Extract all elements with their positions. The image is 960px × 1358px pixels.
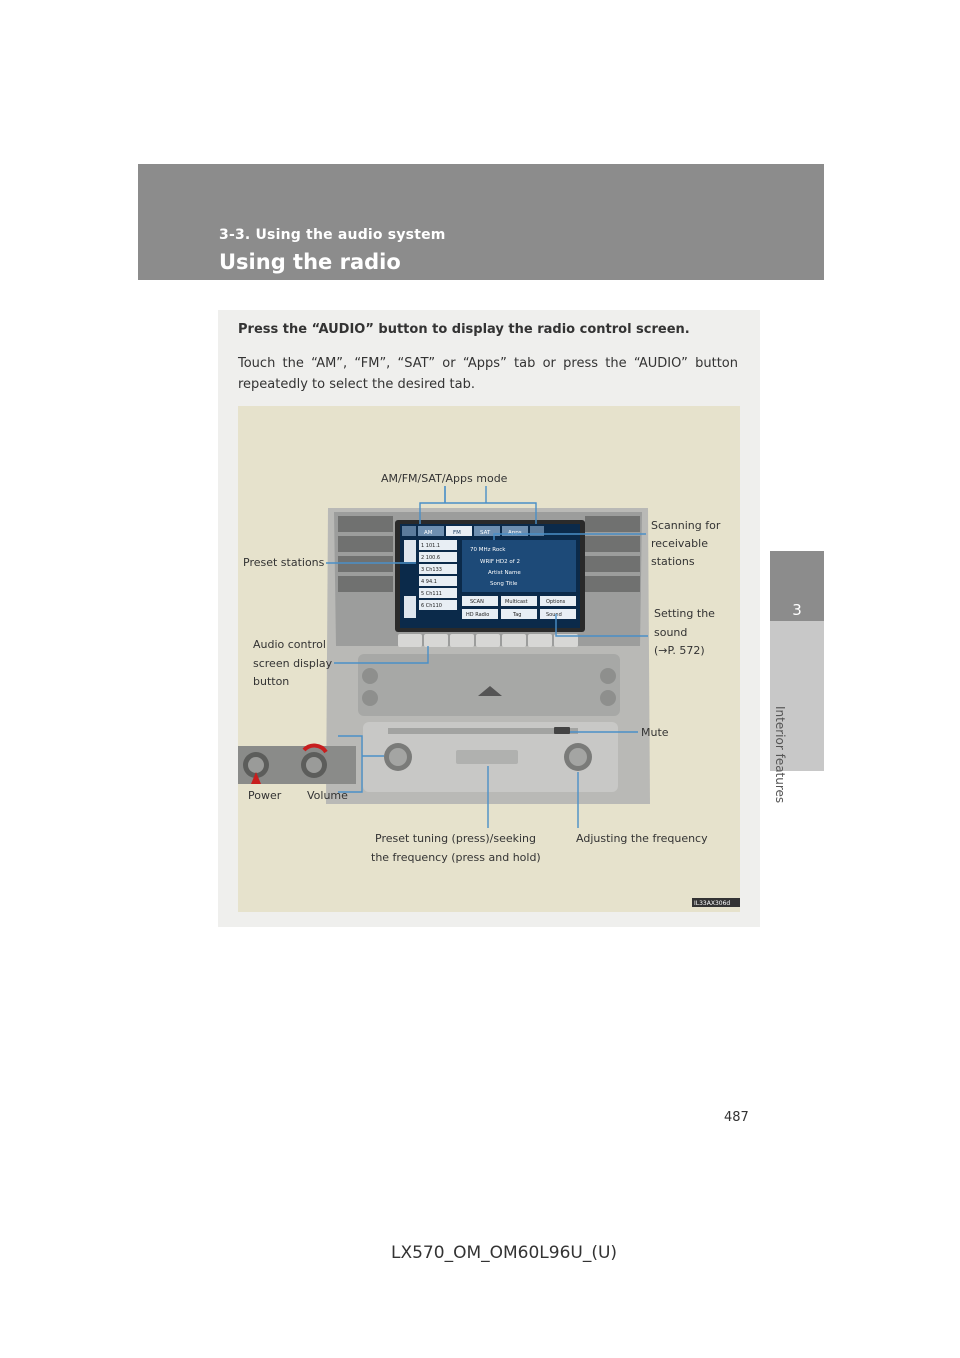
- power-callout: Power: [248, 789, 282, 802]
- svg-text:Tag: Tag: [512, 612, 521, 618]
- image-code: IL33AX306d: [694, 900, 730, 907]
- preset-list: 1 101.1 2 100.6 3 Ch133 4 94.1 5 Ch111 6…: [419, 540, 457, 610]
- svg-text:2 100.6: 2 100.6: [421, 555, 440, 561]
- sat-tab-label: SAT: [480, 530, 491, 536]
- svg-text:SCAN: SCAN: [470, 599, 484, 605]
- svg-text:5 Ch111: 5 Ch111: [421, 591, 442, 597]
- options-button: [540, 596, 576, 606]
- header-bar: [138, 164, 824, 280]
- chapter-tab: 3: [770, 551, 824, 621]
- sound-callout-2: sound: [654, 626, 688, 639]
- image-code-box: [692, 898, 740, 907]
- fm-tab-label: FM: [453, 530, 461, 536]
- page-title: Using the radio: [219, 250, 401, 274]
- tag-button: [501, 609, 537, 619]
- multicast-button: [501, 596, 537, 606]
- seek-track-button: [456, 750, 518, 764]
- audio-callout-2: screen display: [253, 657, 333, 670]
- svg-text:WRIF HD2 of 2: WRIF HD2 of 2: [480, 559, 520, 565]
- mute-button: [554, 727, 570, 734]
- apps-tab: [502, 526, 528, 536]
- svg-text:Options: Options: [546, 599, 566, 605]
- chapter-number: 3: [792, 601, 802, 619]
- svg-text:4 94.1: 4 94.1: [421, 579, 437, 585]
- apps-tab-label: Apps: [508, 530, 522, 536]
- section-label: 3-3. Using the audio system: [219, 227, 446, 243]
- scan-callout-3: stations: [651, 555, 695, 568]
- sound-callout-3: (→P. 572): [654, 644, 705, 657]
- svg-text:1 101.1: 1 101.1: [421, 543, 440, 549]
- document-code: LX570_OM_OM60L96U_(U): [391, 1243, 618, 1263]
- audio-callout-1: Audio control: [253, 638, 326, 651]
- svg-text:Artist Name: Artist Name: [488, 570, 521, 576]
- preset-stations-callout: Preset stations: [243, 556, 325, 569]
- eject-icon: [478, 686, 502, 696]
- radio-figure: AM FM SAT Apps 1 101.1 2 100.6 3 Ch133 4…: [238, 406, 740, 912]
- volume-turn-arrow: [302, 743, 328, 754]
- mute-callout: Mute: [641, 726, 669, 739]
- right-vent: [585, 516, 640, 592]
- tune-callout-2: the frequency (press and hold): [371, 851, 541, 864]
- svg-text:Sound: Sound: [546, 612, 562, 618]
- svg-text:HD Radio: HD Radio: [466, 612, 489, 618]
- svg-text:3 Ch133: 3 Ch133: [421, 567, 442, 573]
- intro-instruction: Press the “AUDIO” button to display the …: [238, 322, 690, 337]
- chapter-label: Interior features: [773, 706, 787, 804]
- chapter-tab-strip: [770, 621, 824, 771]
- station-info: [462, 540, 576, 592]
- volume-callout: Volume: [307, 789, 348, 802]
- svg-text:Multicast: Multicast: [505, 599, 528, 605]
- svg-text:6 Ch110: 6 Ch110: [421, 603, 442, 609]
- sat-tab: [474, 526, 500, 536]
- page-number: 487: [724, 1110, 749, 1125]
- mode-callout: AM/FM/SAT/Apps mode: [381, 472, 508, 485]
- intro-tab-instruction: Touch the “AM”, “FM”, “SAT” or “Apps” ta…: [238, 356, 738, 392]
- left-vent: [338, 516, 393, 592]
- tune-callout-1: Preset tuning (press)/seeking: [375, 832, 536, 845]
- hard-button-row: [398, 634, 578, 647]
- scan-callout-1: Scanning for: [651, 519, 721, 532]
- scan-button: [462, 596, 498, 606]
- audio-callout-3: button: [253, 675, 290, 688]
- am-tab: [418, 526, 444, 536]
- power-press-arrow: [251, 772, 261, 784]
- svg-text:Song Title: Song Title: [490, 581, 518, 587]
- hd-radio-button: [462, 609, 498, 619]
- leader-lines: [326, 486, 648, 828]
- dashboard-illustration: AM FM SAT Apps 1 101.1 2 100.6 3 Ch133 4…: [238, 486, 740, 907]
- svg-text:70 MHz Rock: 70 MHz Rock: [470, 547, 506, 553]
- am-tab-label: AM: [424, 530, 433, 536]
- sound-callout-1: Setting the: [654, 607, 715, 620]
- climate-panel: [358, 654, 620, 716]
- sound-button: [540, 609, 576, 619]
- fm-tab: [446, 526, 472, 536]
- scan-callout-2: receivable: [651, 537, 708, 550]
- adjust-callout: Adjusting the frequency: [576, 832, 708, 845]
